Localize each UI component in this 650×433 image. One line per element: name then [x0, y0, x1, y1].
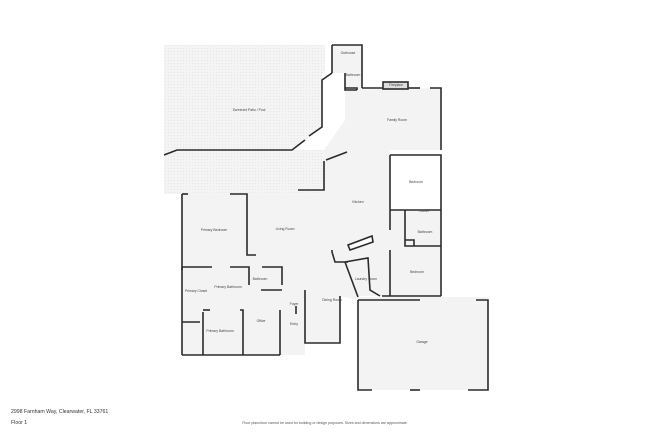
room-label: Foyer: [289, 301, 299, 306]
room-label: Garage: [416, 339, 428, 344]
room-label: Primary Bathroom: [206, 328, 234, 333]
room-label: Bathroom: [345, 72, 361, 77]
room-label: Bedroom: [410, 269, 424, 274]
patio-area: [164, 45, 325, 150]
room-label: Laundry Room: [354, 276, 378, 281]
room-label: Bedroom: [409, 179, 423, 184]
room-label: Office: [256, 318, 266, 323]
room-label: Primary Bedroom: [200, 227, 228, 232]
garage-floor: [358, 297, 488, 390]
room-label: Closet: [419, 208, 429, 213]
disclaimer: Floor plans/tour cannot be used for buil…: [242, 421, 408, 425]
room-label: Dining Room: [322, 297, 342, 302]
room-label: Family Room: [387, 117, 407, 122]
room-label: Living Room: [275, 226, 295, 231]
room-label: Primary Bathroom: [214, 284, 242, 289]
room-label: Kitchen: [352, 199, 364, 204]
room-label: Primary Closet: [184, 288, 208, 293]
room-label: Bathroom: [417, 229, 433, 234]
room-label: Outhouse: [340, 50, 356, 55]
room-label: Fireplace: [389, 82, 403, 87]
address: 2998 Farnham Way, Clearwater, FL 33761: [11, 409, 109, 415]
room-label: Screened Patio / Pool: [232, 107, 266, 112]
walls: [163, 44, 489, 391]
room-label: Entry: [290, 321, 298, 326]
floor-label: Floor 1: [11, 420, 28, 426]
room-label: Bathroom: [252, 276, 268, 281]
